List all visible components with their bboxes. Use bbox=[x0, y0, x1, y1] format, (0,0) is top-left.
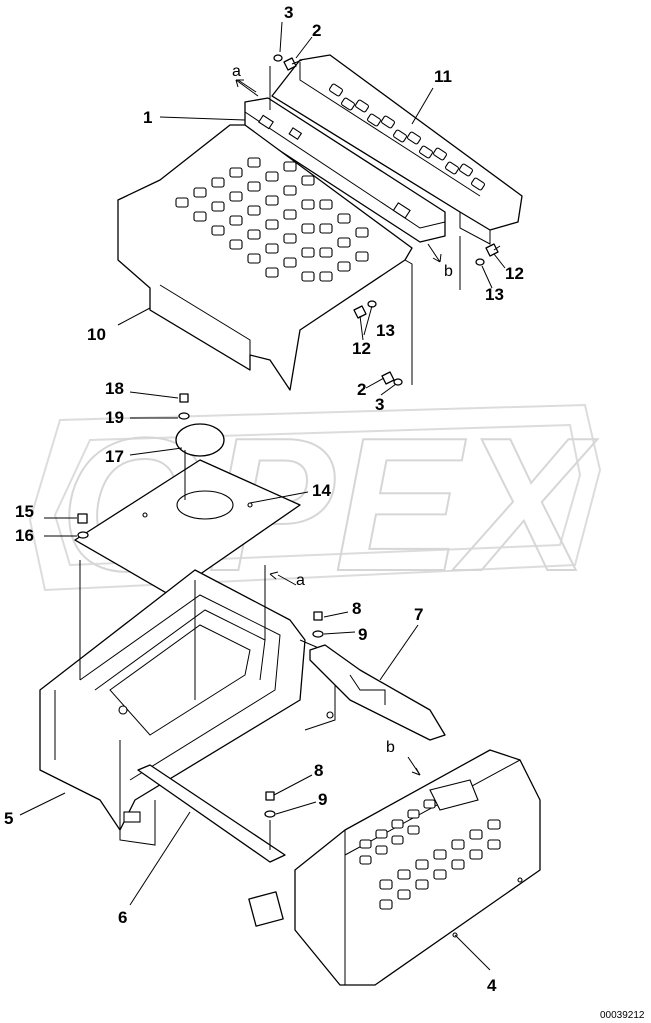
part-10-vent-grid bbox=[175, 157, 369, 282]
part-4-vent-grid bbox=[359, 799, 501, 910]
reference-a-bottom: a bbox=[296, 572, 305, 589]
callout-3: 3 bbox=[284, 3, 293, 22]
callout-14: 14 bbox=[312, 481, 331, 500]
part-5-frame bbox=[39, 569, 336, 846]
callout-16: 16 bbox=[15, 526, 34, 545]
washer-9-lower bbox=[264, 810, 276, 818]
callout-3: 3 bbox=[375, 395, 384, 414]
washer-16 bbox=[77, 531, 89, 539]
callout-8: 8 bbox=[352, 599, 361, 618]
washer-13-right bbox=[475, 258, 485, 266]
leader-lines bbox=[19, 21, 506, 971]
document-id: 00039212 bbox=[600, 1010, 645, 1021]
bolt-12-right bbox=[485, 243, 501, 257]
callout-labels: 1 2 2 3 3 4 5 6 7 8 8 9 9 10 11 12 12 13… bbox=[4, 3, 524, 995]
part-4-rear-hood bbox=[294, 749, 541, 986]
callout-7: 7 bbox=[414, 605, 423, 624]
part-11-upper-cover bbox=[271, 54, 523, 245]
callout-19: 19 bbox=[105, 408, 124, 427]
reference-markers: a b a b bbox=[232, 63, 453, 776]
bolt-2-top bbox=[283, 57, 303, 71]
bolt-8-lower bbox=[265, 791, 275, 801]
callout-2: 2 bbox=[312, 21, 321, 40]
callout-1: 1 bbox=[143, 108, 152, 127]
callout-18: 18 bbox=[105, 379, 124, 398]
callout-13: 13 bbox=[376, 321, 395, 340]
washer-3-top bbox=[273, 54, 283, 62]
bolt-8-upper bbox=[313, 611, 323, 621]
callout-9: 9 bbox=[358, 625, 367, 644]
bolt-15 bbox=[77, 513, 88, 524]
bolt-12-left bbox=[353, 305, 367, 319]
callout-2: 2 bbox=[357, 380, 366, 399]
part-6-plate bbox=[137, 764, 286, 863]
reference-b-top: b bbox=[444, 263, 453, 280]
callout-13: 13 bbox=[485, 285, 504, 304]
part-11-slots bbox=[329, 83, 485, 191]
part-14-plate bbox=[74, 459, 301, 596]
reference-b-bottom: b bbox=[386, 739, 395, 756]
callout-6: 6 bbox=[118, 908, 127, 927]
callout-12: 12 bbox=[505, 264, 524, 283]
bolt-2-lower bbox=[381, 371, 395, 385]
callout-9: 9 bbox=[318, 790, 327, 809]
part-10-top-hood bbox=[117, 124, 413, 391]
washer-9-upper bbox=[312, 630, 324, 638]
callout-17: 17 bbox=[105, 447, 124, 466]
callout-5: 5 bbox=[4, 809, 13, 828]
washer-3-lower bbox=[393, 378, 403, 386]
washer-19 bbox=[178, 412, 190, 420]
reference-a-top: a bbox=[232, 63, 241, 80]
callout-8: 8 bbox=[314, 761, 323, 780]
bolt-18 bbox=[179, 393, 189, 403]
callout-11: 11 bbox=[434, 67, 452, 86]
watermark: OPEX bbox=[28, 398, 602, 612]
callout-10: 10 bbox=[87, 325, 106, 344]
callout-12: 12 bbox=[352, 339, 371, 358]
part-1-bracket bbox=[244, 97, 446, 243]
part-7-bracket bbox=[309, 644, 446, 741]
callout-15: 15 bbox=[15, 502, 34, 521]
part-6-clip bbox=[248, 891, 284, 927]
callout-4: 4 bbox=[487, 976, 497, 995]
part-17-cap bbox=[175, 423, 225, 500]
